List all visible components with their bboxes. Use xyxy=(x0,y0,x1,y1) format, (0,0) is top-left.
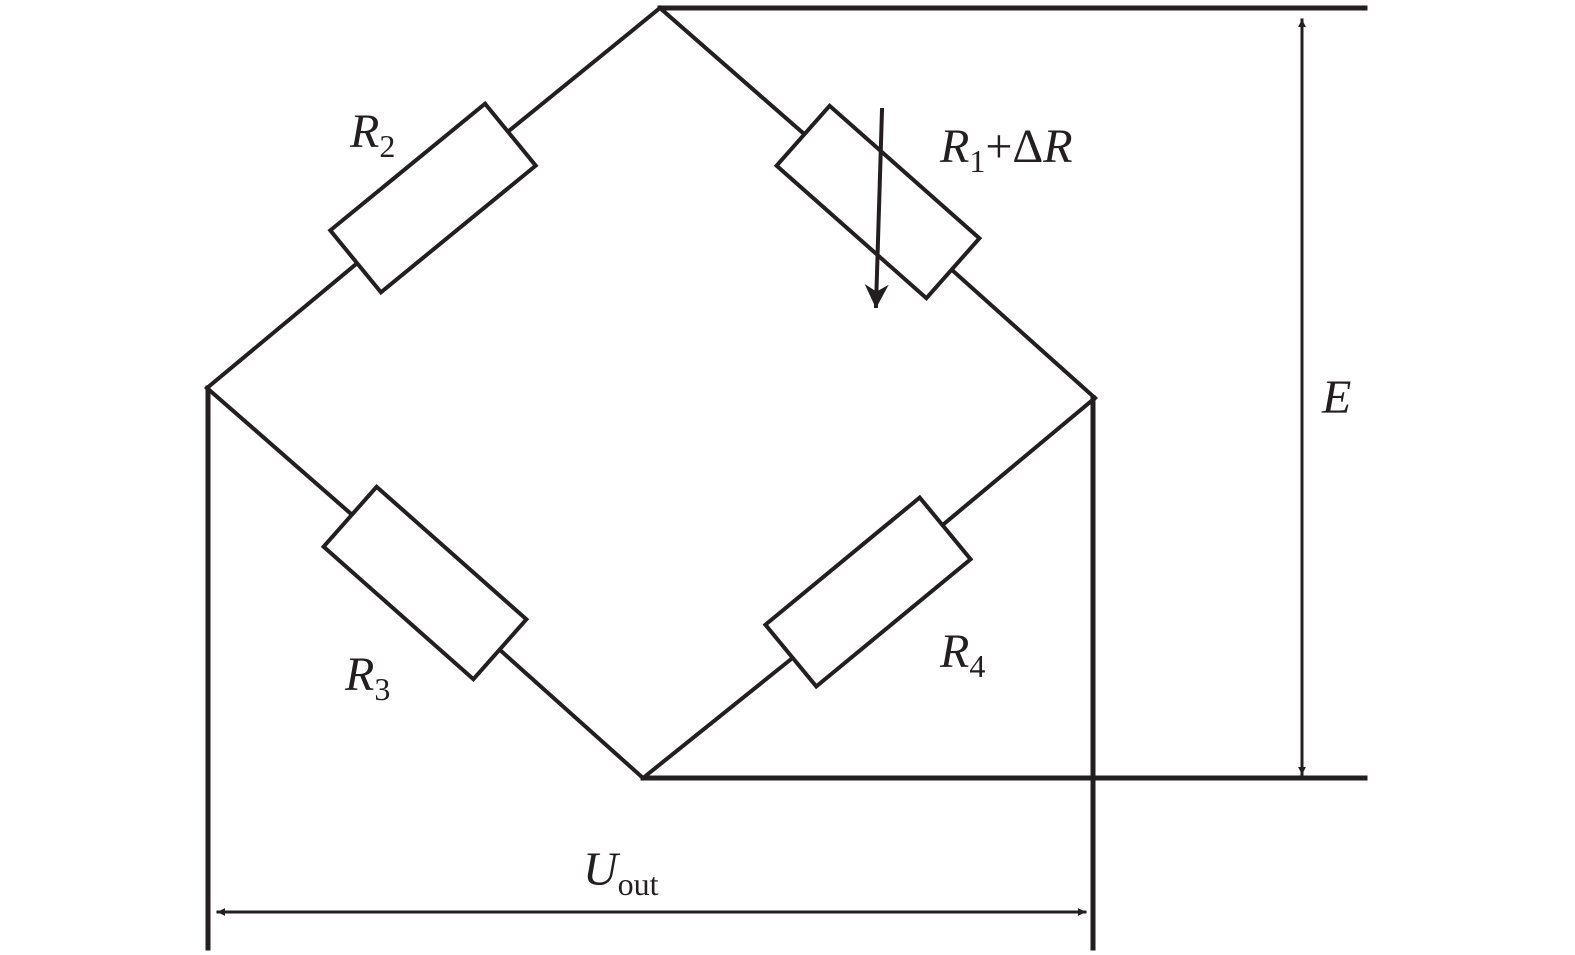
wire-r3-to-bottom xyxy=(497,647,646,781)
wire-r2-to-left xyxy=(204,262,358,391)
label-r1: R1+ΔR xyxy=(939,120,1073,179)
leads xyxy=(205,5,1368,951)
wire-r4-to-right xyxy=(942,395,1098,526)
resistor-r3 xyxy=(320,483,530,683)
label-e: E xyxy=(1321,371,1351,424)
label-r4: R4 xyxy=(939,625,985,684)
strain-arrow xyxy=(864,107,889,309)
wire-bottom-to-r4 xyxy=(640,657,793,781)
wire-left-to-r3 xyxy=(204,385,353,516)
wire-r1-to-right xyxy=(949,267,1098,401)
bridge-arms xyxy=(204,5,1098,781)
resistor-r2 xyxy=(327,100,539,296)
label-r3: R3 xyxy=(344,648,390,707)
wire-top-to-r1 xyxy=(657,5,806,136)
label-r2: R2 xyxy=(349,105,395,164)
wire-top-to-r2 xyxy=(507,5,663,133)
label-uout: Uout xyxy=(583,843,659,902)
resistor-r4 xyxy=(762,494,974,690)
